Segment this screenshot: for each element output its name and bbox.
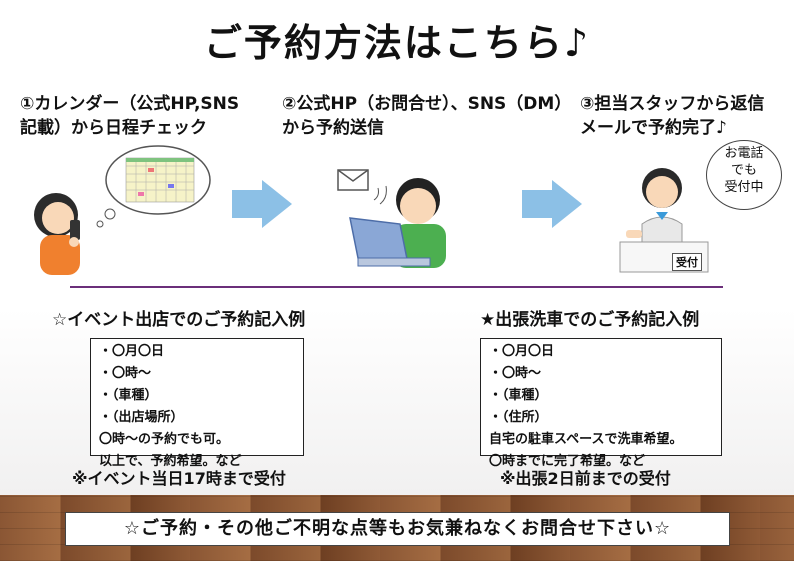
calendar-check-illustration (34, 145, 211, 275)
mobile-wash-deadline: ※出張2日前までの受付 (500, 469, 671, 488)
event-deadline: ※イベント当日17時まで受付 (72, 469, 286, 488)
example-line: ・〇月〇日 (489, 344, 555, 359)
mobile-wash-example-title: ★出張洗車でのご予約記入例 (480, 310, 700, 330)
example-line: 〇時までに完了希望。など (489, 454, 646, 469)
desk-sign: 受付 (672, 253, 702, 271)
example-line: 自宅の駐車スペースで洗車希望。 (489, 432, 683, 447)
example-line: ・〇時～ (489, 366, 542, 381)
event-example-title: ☆イベント出店でのご予約記入例 (52, 310, 306, 330)
example-line: 以上で、予約希望。など (99, 454, 242, 469)
step-2-label: ②公式HP（お問合せ）、SNS（DM） から予約送信 (282, 94, 572, 138)
example-line: ・（車種） (489, 388, 548, 403)
mobile-wash-example-box: ・〇月〇日 ・〇時～ ・（車種） ・（住所） 自宅の駐車スペースで洗車希望。 〇… (480, 338, 722, 469)
step-3-label: ③担当スタッフから返信 メールで予約完了♪ (580, 94, 765, 138)
event-example-box: ・〇月〇日 ・〇時～ ・（車種） ・（出店場所） 〇時～の予約でも可。 以上で、… (90, 338, 304, 469)
step-1-label: ①カレンダー（公式HP,SNS 記載）から日程チェック (20, 94, 240, 138)
contact-banner: ☆ご予約・その他ご不明な点等もお気兼ねなくお問合せ下さい☆ (65, 512, 730, 546)
example-line: ・（住所） (489, 410, 548, 425)
page-title: ご予約方法はこちら♪ (203, 21, 591, 65)
laptop-mail-illustration (337, 169, 446, 268)
phone-accepted-bubble: お電話 でも 受付中 (706, 140, 782, 210)
divider (70, 286, 723, 288)
example-line: 〇時～の予約でも可。 (99, 432, 230, 447)
example-line: ・（車種） (99, 388, 158, 403)
example-line: ・（出店場所） (99, 410, 184, 425)
example-line: ・〇月〇日 (99, 344, 165, 359)
example-line: ・〇時～ (99, 366, 152, 381)
